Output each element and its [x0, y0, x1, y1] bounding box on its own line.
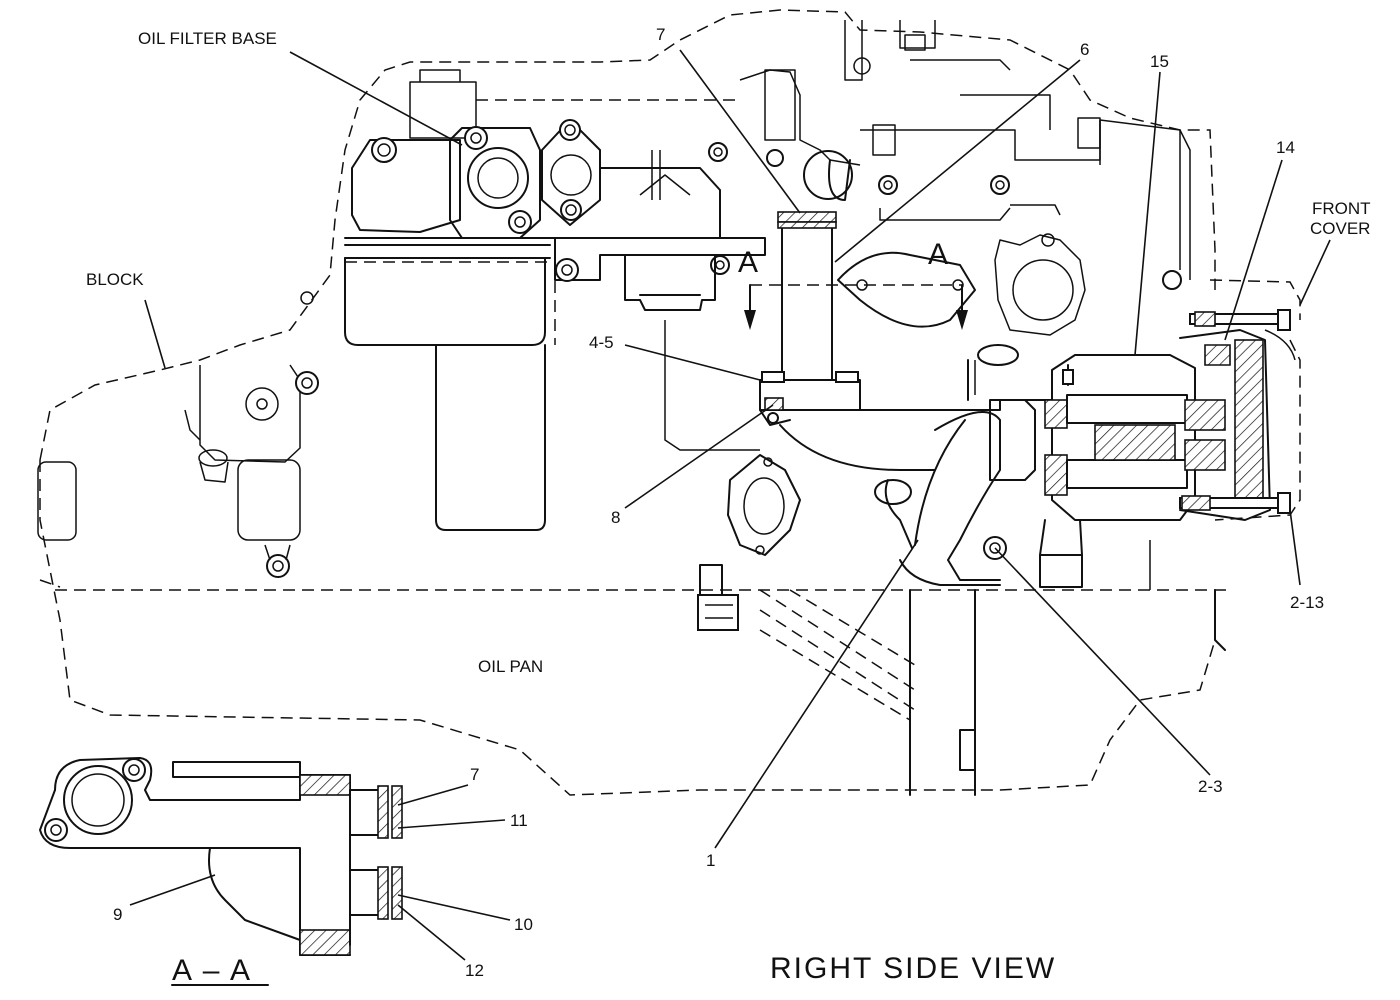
oil-pump — [744, 150, 1301, 590]
callout-15: 15 — [1150, 52, 1169, 71]
callout-9: 9 — [113, 905, 122, 924]
callout-2-3: 2-3 — [1198, 777, 1223, 796]
callout-11: 11 — [510, 811, 528, 830]
callout-2-13: 2-13 — [1290, 593, 1324, 612]
text-labels: OIL FILTER BASE BLOCK OIL PAN FRONT COVE… — [86, 25, 1371, 987]
callout-12: 12 — [465, 961, 484, 980]
leader-lines — [129, 49, 1331, 961]
callout-7-section: 7 — [470, 765, 479, 784]
section-marker-left: A — [738, 246, 758, 279]
block-features — [37, 291, 319, 578]
callout-10: 10 — [514, 915, 533, 934]
callout-4-5: 4-5 — [589, 333, 614, 352]
callout-1: 1 — [706, 851, 715, 870]
oil-filter-base — [344, 119, 766, 531]
section-marker-right: A — [928, 238, 948, 271]
upper-block-details — [409, 20, 1191, 336]
label-front-cover-line1: FRONT — [1312, 199, 1371, 218]
label-oil-pan: OIL PAN — [478, 657, 543, 676]
callout-6: 6 — [1080, 40, 1089, 59]
label-front-cover-line2: COVER — [1310, 219, 1370, 238]
callout-14: 14 — [1276, 138, 1295, 157]
label-oil-filter-base: OIL FILTER BASE — [138, 29, 277, 48]
callout-7: 7 — [656, 25, 665, 44]
oil-pan-details — [697, 454, 1226, 796]
label-block: BLOCK — [86, 270, 144, 289]
callout-8: 8 — [611, 508, 620, 527]
view-title: RIGHT SIDE VIEW — [770, 952, 1056, 985]
section-title: A – A — [172, 954, 252, 987]
section-a-a-detail — [39, 757, 403, 986]
